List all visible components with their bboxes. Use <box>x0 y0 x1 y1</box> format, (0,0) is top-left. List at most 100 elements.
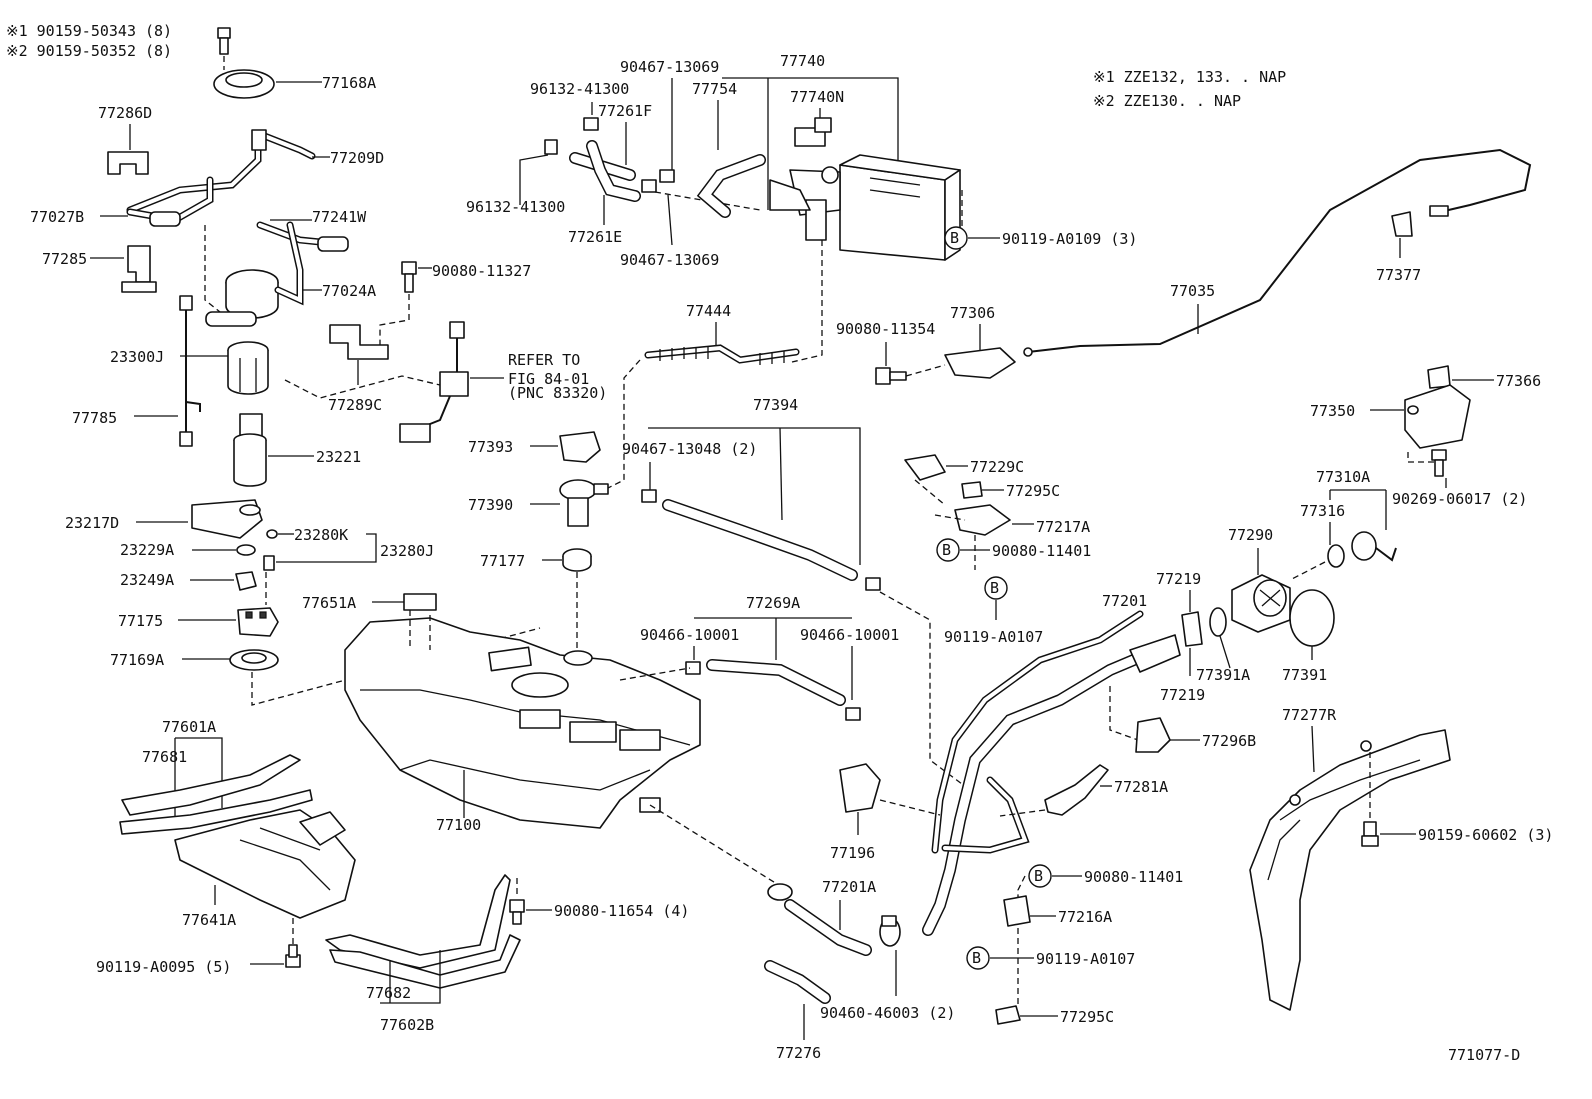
protector-77641A <box>174 809 356 919</box>
label-77290: 77290 <box>1228 526 1273 544</box>
label-77276: 77276 <box>776 1044 821 1062</box>
screw-90269-06017 <box>1431 449 1447 477</box>
label-77269A: 77269A <box>746 594 800 612</box>
label-77641A: 77641A <box>182 911 236 929</box>
bolt-top-left <box>217 27 231 55</box>
label-77261F: 77261F <box>598 102 652 120</box>
label-77296B: 77296B <box>1202 732 1256 750</box>
bracket-77216A <box>1003 895 1031 927</box>
label-77024A: 77024A <box>322 282 376 300</box>
label-90467-13069-bottom: 90467-13069 <box>620 251 719 269</box>
hose-77241W <box>256 221 349 252</box>
label-77177: 77177 <box>480 552 525 570</box>
clamp-90460-46003 <box>879 915 901 947</box>
note-star2-bolt: ※2 90159-50352 (8) <box>6 42 172 60</box>
clamp-77286D <box>107 151 149 175</box>
hose-77754 <box>696 154 766 218</box>
filler-pipe-head-77290 <box>1231 574 1291 633</box>
label-77682: 77682 <box>366 984 411 1002</box>
liner-77277R <box>1249 729 1451 1011</box>
label-23280K: 23280K <box>294 526 348 544</box>
bubble-B-90119-A0107-b: B <box>972 949 981 967</box>
bolt-90080-11354 <box>875 367 907 385</box>
check-valve-77390 <box>559 479 609 527</box>
label-77209D: 77209D <box>330 149 384 167</box>
label-77100: 77100 <box>436 816 481 834</box>
clip-77366 <box>1427 365 1451 389</box>
label-77366: 77366 <box>1496 372 1541 390</box>
label-90119-A0107-b: 90119-A0107 <box>1036 950 1135 968</box>
label-77175: 77175 <box>118 612 163 630</box>
grommet-77177 <box>562 548 592 572</box>
clamp-77285 <box>121 245 157 293</box>
label-90159-60602: 90159-60602 (3) <box>1418 826 1553 844</box>
hose-77269A <box>706 659 846 706</box>
label-77681: 77681 <box>142 748 187 766</box>
fuel-filter-23300J <box>227 341 269 395</box>
bracket-77296B <box>1135 717 1171 753</box>
clip-90467-13048 <box>641 489 881 591</box>
label-77027B: 77027B <box>30 208 84 226</box>
charcoal-canister-77740 <box>789 154 961 261</box>
label-90467-13048: 90467-13048 (2) <box>622 440 757 458</box>
label-23229A: 23229A <box>120 541 174 559</box>
fuel-cap-77310A <box>1351 531 1397 562</box>
label-77444: 77444 <box>686 302 731 320</box>
bracket-77281A <box>1044 764 1109 816</box>
label-77196: 77196 <box>830 844 875 862</box>
fuel-pump-23221 <box>233 413 267 487</box>
label-96132-41300: 96132-41300 <box>466 198 565 216</box>
bracket-77217A <box>954 504 1011 536</box>
label-90119-A0109: 90119-A0109 (3) <box>1002 230 1137 248</box>
sender-gauge-77024A <box>225 221 304 319</box>
regulator-23280J <box>263 555 275 571</box>
label-77219-lower: 77219 <box>1160 686 1205 704</box>
note-star2-model: ※2 ZZE130. . NAP <box>1093 92 1241 110</box>
label-77216A: 77216A <box>1058 908 1112 926</box>
bolt-90119-A0095 <box>285 944 301 968</box>
label-77229C: 77229C <box>970 458 1024 476</box>
label-77285: 77285 <box>42 250 87 268</box>
label-77295C-lower: 77295C <box>1060 1008 1114 1026</box>
label-77391: 77391 <box>1282 666 1327 684</box>
hose-77394 <box>662 499 858 581</box>
clip-96132-41300-left <box>544 139 558 155</box>
filter-screen-23217D <box>191 499 263 539</box>
vsv-77740N <box>794 117 832 147</box>
label-77651A: 77651A <box>302 594 356 612</box>
clip-77295C-lower <box>995 1005 1021 1025</box>
label-77740: 77740 <box>780 52 825 70</box>
fuel-line-77027B <box>126 176 214 227</box>
clip-90466-10001 <box>685 661 861 721</box>
label-77391A: 77391A <box>1196 666 1250 684</box>
band-77682 <box>325 874 521 989</box>
label-77390: 77390 <box>468 496 513 514</box>
label-77201: 77201 <box>1102 592 1147 610</box>
diagram-code: 771077-D <box>1448 1046 1520 1064</box>
note-star1-bolt: ※1 90159-50343 (8) <box>6 22 172 40</box>
label-96132-41300-top: 96132-41300 <box>530 80 629 98</box>
corrugated-hose-77444 <box>644 344 800 365</box>
hose-77261E <box>586 140 641 202</box>
label-77394: 77394 <box>753 396 798 414</box>
fuel-door-77350 <box>1404 384 1471 449</box>
label-90466-10001-left: 90466-10001 <box>640 626 739 644</box>
gasket-77169A <box>229 649 279 671</box>
refer-line2: FIG 84-01 <box>508 370 589 388</box>
bubble-B-90119-A0107-a: B <box>990 579 999 597</box>
clip-77377 <box>1391 211 1413 237</box>
label-77217A: 77217A <box>1036 518 1090 536</box>
bolt-90080-11327 <box>401 261 417 293</box>
label-23221: 23221 <box>316 448 361 466</box>
label-77201A: 77201A <box>822 878 876 896</box>
clamp-77219 <box>1181 611 1203 647</box>
vent-tube-77209D <box>126 129 316 214</box>
clip-77295C-upper <box>961 481 983 499</box>
label-77241W: 77241W <box>312 208 367 226</box>
hose-77201A <box>784 899 872 956</box>
label-77602B: 77602B <box>380 1016 434 1034</box>
retainer-23249A <box>235 571 257 591</box>
label-77219-upper: 77219 <box>1156 570 1201 588</box>
bubble-B-90080-11401-b: B <box>1034 867 1043 885</box>
